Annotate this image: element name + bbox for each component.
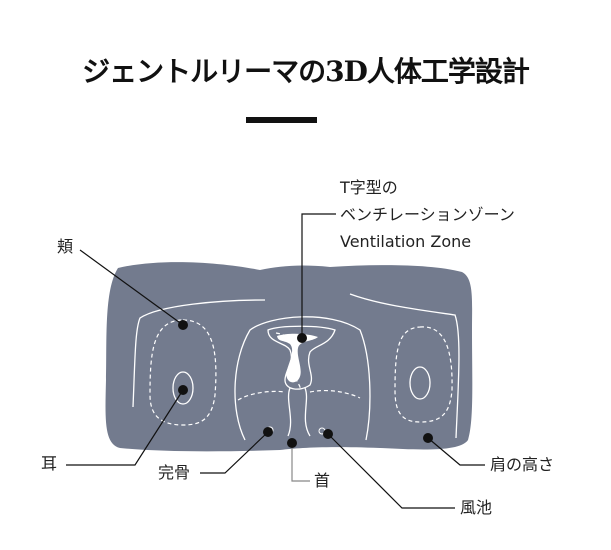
label-mastoid: 完骨 xyxy=(158,463,191,482)
shoulder-leader xyxy=(427,437,485,466)
cheek-dot xyxy=(178,320,188,330)
mastoid-leader xyxy=(200,431,269,474)
ventilation-leader xyxy=(301,213,336,338)
fuchi-leader xyxy=(327,433,455,509)
ventilation-dot xyxy=(297,333,307,343)
mastoid-dot xyxy=(263,427,273,437)
label-fuchi: 風池 xyxy=(460,498,493,517)
pillow-shape xyxy=(105,262,473,452)
label-ventilation-1: T字型の xyxy=(340,178,398,197)
label-ventilation-3: Ventilation Zone xyxy=(340,232,472,251)
label-ear: 耳 xyxy=(41,454,58,473)
label-cheek: 頬 xyxy=(57,237,74,256)
cheek-leader xyxy=(79,249,184,326)
label-neck: 首 xyxy=(314,471,331,490)
title-underline xyxy=(246,117,317,123)
label-ventilation-2: ベンチレーションゾーン xyxy=(340,205,515,224)
ear-leader xyxy=(66,389,184,466)
shoulder-dot xyxy=(423,433,433,443)
ventilation-opening xyxy=(277,333,318,383)
page-title: ジェントルリーマの3D人体工学設計 xyxy=(82,55,530,88)
fuchi-dot xyxy=(323,429,333,439)
neck-dot xyxy=(287,438,297,448)
label-shoulder-height: 肩の高さ xyxy=(490,455,555,474)
neck-leader xyxy=(291,442,310,482)
ear-dot xyxy=(178,385,188,395)
